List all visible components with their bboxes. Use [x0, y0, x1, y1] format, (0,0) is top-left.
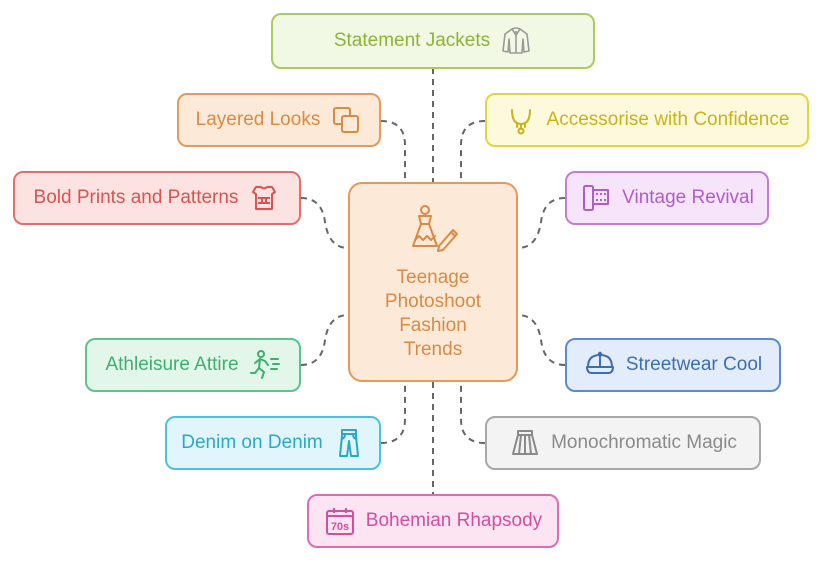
seventies-calendar-icon: 70s [325, 508, 354, 535]
connector-monochromatic [460, 382, 486, 444]
center-node: Teenage Photoshoot Fashion Trends [348, 182, 518, 382]
necklace-icon [510, 109, 531, 135]
node-label: Bold Prints and Patterns [33, 187, 239, 208]
node-label: Vintage Revival [622, 187, 754, 208]
layers-icon [333, 107, 360, 133]
jacket-icon [502, 27, 530, 54]
node-label: Athleisure Attire [105, 354, 239, 375]
node-label: Accessorise with Confidence [546, 109, 790, 130]
connector-vintage [517, 197, 566, 249]
film-roll-icon [583, 185, 610, 211]
cap-icon [585, 351, 614, 374]
connector-athleisure [300, 314, 349, 366]
node-bohemian: 70s Bohemian Rhapsody [307, 494, 559, 548]
node-bold-prints: Bold Prints and Patterns [13, 171, 301, 225]
node-layered-looks: Layered Looks [177, 93, 381, 147]
connector-layered-looks [380, 120, 406, 182]
node-accessorise: Accessorise with Confidence [485, 93, 809, 147]
connector-denim [380, 382, 406, 444]
running-person-icon [249, 350, 280, 379]
node-label: Bohemian Rhapsody [365, 510, 543, 531]
connector-bold-prints [300, 197, 349, 249]
node-label: Layered Looks [195, 109, 321, 130]
node-label: Streetwear Cool [625, 354, 763, 375]
calendar-text: 70s [331, 521, 349, 533]
node-denim: Denim on Denim [165, 416, 381, 470]
pattern-shirt-icon [252, 186, 277, 210]
node-streetwear: Streetwear Cool [565, 338, 781, 392]
jeans-icon [338, 429, 359, 457]
node-vintage-revival: Vintage Revival [565, 171, 769, 225]
connector-accessorise [460, 120, 486, 182]
node-statement-jackets: Statement Jackets [271, 13, 595, 69]
node-label: Monochromatic Magic [551, 432, 737, 453]
dress-pencil-icon [412, 205, 458, 252]
center-title: Teenage Photoshoot Fashion Trends [384, 267, 482, 360]
node-label: Statement Jackets [333, 30, 491, 51]
skirt-icon [512, 430, 539, 455]
node-label: Denim on Denim [181, 432, 323, 453]
connector-streetwear [517, 314, 566, 366]
node-athleisure: Athleisure Attire [85, 338, 301, 392]
node-monochromatic: Monochromatic Magic [485, 416, 761, 470]
